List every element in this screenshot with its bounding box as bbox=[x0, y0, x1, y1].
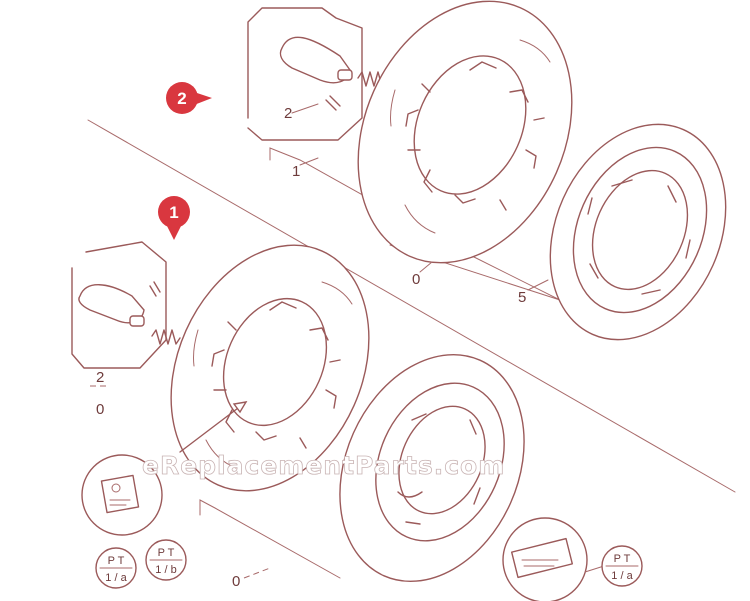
right-detail-plate-text bbox=[521, 559, 559, 567]
lower-pin bbox=[149, 281, 161, 297]
marker-1-number: 1 bbox=[169, 203, 178, 222]
lower-disc-ribs bbox=[193, 281, 353, 469]
callout-right-a-line2: 1 / a bbox=[611, 570, 633, 582]
label-upper-group: 1 bbox=[292, 163, 300, 180]
lower-spring bbox=[129, 315, 181, 345]
callout-left-b-line2: 1 / b bbox=[155, 564, 176, 576]
lower-drum-outer bbox=[339, 353, 525, 583]
upper-assembly: 2 1 0 5 bbox=[247, 0, 727, 341]
separator-line bbox=[87, 119, 736, 493]
lower-drum-details bbox=[397, 413, 481, 525]
label-lower-bottom: 0 bbox=[232, 573, 240, 590]
upper-pin bbox=[325, 95, 341, 111]
marker-2-circle bbox=[166, 82, 198, 114]
lower-drum-core bbox=[398, 405, 486, 515]
marker-assembly-1[interactable]: 1 bbox=[158, 196, 190, 240]
callout-right-a-line1: P T bbox=[614, 553, 631, 565]
left-detail-circle bbox=[81, 454, 163, 536]
lower-drum-inner bbox=[375, 382, 505, 542]
callout-left-b-line1: P T bbox=[158, 547, 175, 559]
left-detail-plate-hole bbox=[111, 483, 121, 493]
upper-leader-line bbox=[269, 147, 601, 321]
upper-flange-disc bbox=[357, 0, 573, 264]
watermark: eReplacementParts.com bbox=[142, 451, 505, 480]
upper-handle-leader bbox=[291, 103, 319, 114]
callout-left-b: P T 1 / b bbox=[145, 539, 187, 581]
marker-assembly-2[interactable]: 2 bbox=[166, 82, 212, 114]
left-detail-plate-text bbox=[109, 499, 131, 506]
lower-detail-arrowhead bbox=[232, 401, 248, 414]
upper-ring-inner bbox=[572, 146, 708, 314]
upper-ring-core bbox=[591, 169, 689, 291]
lower-bottom-dash bbox=[243, 567, 271, 579]
upper-disc-ribs bbox=[390, 39, 551, 234]
right-detail-plate bbox=[510, 537, 574, 579]
callout-left-a-line2: 1 / a bbox=[105, 572, 127, 584]
upper-disc-leader bbox=[419, 261, 433, 273]
lower-flange-disc bbox=[170, 244, 370, 492]
left-detail-plate bbox=[100, 474, 140, 514]
marker-2-number: 2 bbox=[177, 89, 186, 108]
label-lower-handle-bottom: 0 bbox=[96, 401, 104, 418]
lower-assembly: 2 0 0 bbox=[71, 241, 525, 590]
upper-ring-slots bbox=[587, 179, 691, 295]
lower-detail-arrow bbox=[179, 401, 247, 453]
label-upper-disc: 0 bbox=[412, 271, 420, 288]
lower-leader-line bbox=[199, 499, 341, 579]
label-upper-handle: 2 bbox=[284, 105, 292, 122]
callout-right-a: P T 1 / a bbox=[601, 545, 643, 587]
label-lower-handle-top: 2 bbox=[96, 369, 104, 386]
upper-disc-hub bbox=[413, 55, 527, 195]
upper-ring-outer bbox=[549, 123, 727, 341]
upper-handle-box bbox=[247, 7, 363, 141]
right-detail-leader bbox=[584, 565, 605, 573]
upper-group-leader bbox=[299, 157, 319, 166]
marker-1-circle bbox=[158, 196, 190, 228]
callout-left-a: P T 1 / a bbox=[95, 547, 137, 589]
detail-callouts: P T 1 / a P T 1 / b P T 1 / a bbox=[81, 454, 643, 601]
lower-handle-box bbox=[71, 241, 167, 369]
upper-ring-leader bbox=[527, 279, 549, 291]
callout-left-a-line1: P T bbox=[108, 555, 125, 567]
lower-disc-hub bbox=[222, 297, 328, 427]
upper-handle-grip bbox=[279, 36, 351, 84]
label-upper-ring: 5 bbox=[518, 289, 526, 306]
